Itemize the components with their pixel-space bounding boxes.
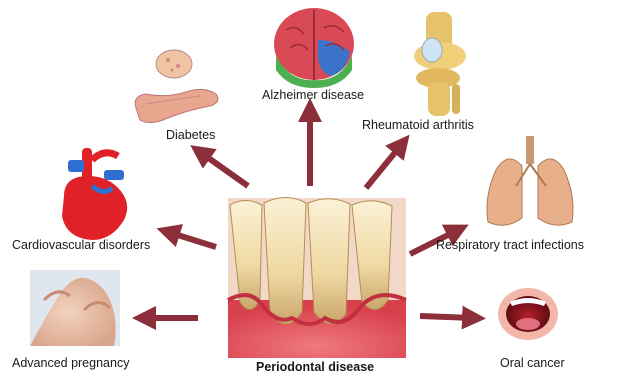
label-periodontal-disease: Periodontal disease (256, 360, 374, 374)
brain-icon (274, 8, 354, 88)
label-pregnancy: Advanced pregnancy (12, 356, 129, 370)
arrow-to-rheumatoid (366, 144, 402, 188)
periodontal-teeth-image (228, 198, 406, 359)
arrow-to-oral (420, 316, 474, 318)
label-oral-cancer: Oral cancer (500, 356, 565, 370)
label-diabetes: Diabetes (166, 128, 215, 142)
heart-icon (62, 148, 127, 240)
pregnant-belly-icon (30, 270, 120, 346)
arrow-to-cardiovascular (168, 232, 216, 247)
label-respiratory: Respiratory tract infections (436, 238, 584, 252)
open-mouth-icon (498, 288, 558, 340)
pancreas-icon (135, 50, 218, 123)
knee-joint-icon (414, 12, 466, 116)
label-alzheimer: Alzheimer disease (262, 88, 364, 102)
lungs-icon (487, 136, 573, 225)
arrow-to-diabetes (200, 152, 248, 186)
label-rheumatoid: Rheumatoid arthritis (362, 118, 474, 132)
label-cardiovascular: Cardiovascular disorders (12, 238, 150, 252)
